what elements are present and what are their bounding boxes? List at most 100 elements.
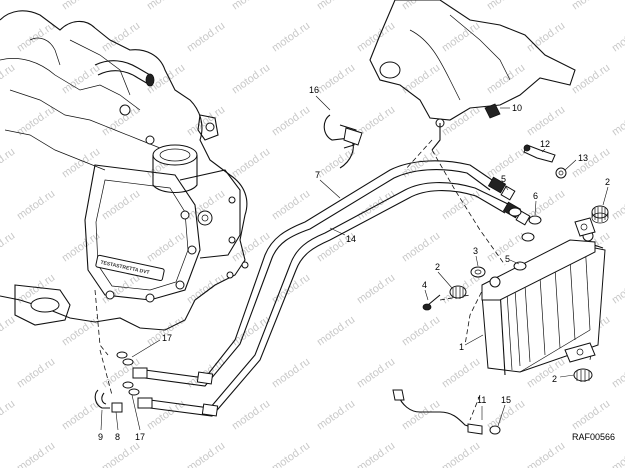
watermark-text: motod.ru xyxy=(185,20,227,55)
watermark-text: motod.ru xyxy=(60,230,102,265)
watermark-text: motod.ru xyxy=(525,104,567,139)
watermark-text: motod.ru xyxy=(525,440,567,468)
watermark-text: motod.ru xyxy=(270,20,312,55)
callout-2: 2 xyxy=(552,374,557,384)
callout-8: 8 xyxy=(115,432,120,442)
watermark-text: motod.ru xyxy=(185,104,227,139)
watermark-text: motod.ru xyxy=(315,146,357,181)
watermark-text: motod.ru xyxy=(185,440,227,468)
watermark-text: motod.ru xyxy=(400,62,442,97)
watermark-text: motod.ru xyxy=(270,356,312,391)
watermark-text: motod.ru xyxy=(100,188,142,223)
callout-6: 6 xyxy=(533,191,538,201)
watermark-text: motod.ru xyxy=(355,272,397,307)
watermark-text: motod.ru xyxy=(400,230,442,265)
watermark-text: motod.ru xyxy=(400,146,442,181)
callout-2: 2 xyxy=(605,177,610,187)
callout-4: 4 xyxy=(422,280,427,290)
watermark-text: motod.ru xyxy=(570,398,612,433)
watermark-text: motod.ru xyxy=(230,146,272,181)
watermark-text: motod.ru xyxy=(315,62,357,97)
watermark-text: motod.ru xyxy=(440,20,482,55)
callout-1: 1 xyxy=(459,342,464,352)
watermark-text: motod.ru xyxy=(400,398,442,433)
watermark-text: motod.ru xyxy=(15,356,57,391)
watermark-text: motod.ru xyxy=(440,188,482,223)
watermark-text: motod.ru xyxy=(0,0,17,12)
callout-14: 14 xyxy=(346,234,356,244)
watermark-text: motod.ru xyxy=(230,0,272,12)
callout-7: 7 xyxy=(315,170,320,180)
watermark-text: motod.ru xyxy=(440,104,482,139)
oil-cooler xyxy=(481,217,606,376)
watermark-text: motod.ru xyxy=(610,440,625,468)
watermark-text: motod.ru xyxy=(525,20,567,55)
callout-10: 10 xyxy=(512,103,522,113)
watermark-text: motod.ru xyxy=(355,20,397,55)
watermark-text: motod.ru xyxy=(60,0,102,12)
watermark-text: motod.ru xyxy=(145,0,187,12)
engine-assembly: TESTASTRETTA DVT xyxy=(0,10,249,331)
drawing-code: RAF00566 xyxy=(572,432,615,442)
watermark-text: motod.ru xyxy=(185,272,227,307)
watermark-text: motod.ru xyxy=(570,146,612,181)
callout-numbers: 1 2 2 2 3 4 5 5 6 7 8 9 10 11 12 13 14 1… xyxy=(98,85,610,442)
watermark-text: motod.ru xyxy=(145,314,187,349)
watermark-text: motod.ru xyxy=(15,440,57,468)
hose-clip xyxy=(323,114,363,169)
watermark-text: motod.ru xyxy=(0,314,17,349)
watermark-text: motod.ru xyxy=(485,0,527,12)
callout-5: 5 xyxy=(501,174,506,184)
callout-15: 15 xyxy=(501,395,511,405)
callout-13: 13 xyxy=(578,153,588,163)
watermark-text: motod.ru xyxy=(570,62,612,97)
watermark-text: motod.ru xyxy=(440,356,482,391)
watermark-text: motod.ru xyxy=(0,398,17,433)
watermark-text: motod.ru xyxy=(610,188,625,223)
watermark-text: motod.ru xyxy=(355,440,397,468)
callout-17: 17 xyxy=(135,432,145,442)
watermark-text: motod.ru xyxy=(485,62,527,97)
watermark-text: motod.ru xyxy=(15,20,57,55)
watermark-text: motod.ru xyxy=(485,146,527,181)
watermark-text: motod.ru xyxy=(570,0,612,12)
watermark-text: motod.ru xyxy=(60,146,102,181)
callout-5: 5 xyxy=(505,254,510,264)
watermark-text: motod.ru xyxy=(610,104,625,139)
watermark-text: motod.ru xyxy=(610,272,625,307)
watermark-text: motod.ru xyxy=(270,188,312,223)
watermark-text: motod.ru xyxy=(0,230,17,265)
watermark-text: motod.ru xyxy=(270,104,312,139)
watermark-text: motod.ru xyxy=(230,62,272,97)
watermark-text: motod.ru xyxy=(355,356,397,391)
watermark-text: motod.ru xyxy=(60,314,102,349)
callout-17: 17 xyxy=(162,333,172,343)
watermark-text: motod.ru xyxy=(60,62,102,97)
watermark-text: motod.ru xyxy=(230,398,272,433)
watermark-text: motod.ru xyxy=(0,146,17,181)
watermark-text: motod.ru xyxy=(315,398,357,433)
watermark-text: motod.ru xyxy=(610,356,625,391)
watermark-text: motod.ru xyxy=(100,440,142,468)
watermark-text: motod.ru xyxy=(60,398,102,433)
watermark-text: motod.ru xyxy=(315,314,357,349)
watermark-text: motod.ru xyxy=(315,0,357,12)
watermark-text: motod.ru xyxy=(400,0,442,12)
callout-16: 16 xyxy=(309,85,319,95)
watermark-text: motod.ru xyxy=(15,188,57,223)
watermark-text: motod.ru xyxy=(230,314,272,349)
watermark-text: motod.ru xyxy=(270,440,312,468)
callout-3: 3 xyxy=(473,246,478,256)
watermark-text: motod.ru xyxy=(145,230,187,265)
watermark-text: motod.ru xyxy=(230,230,272,265)
callout-leaders xyxy=(100,95,609,431)
callout-12: 12 xyxy=(540,139,550,149)
small-parts xyxy=(94,103,609,435)
callout-11: 11 xyxy=(477,395,486,405)
watermark-text: motod.ru xyxy=(610,20,625,55)
callout-9: 9 xyxy=(98,432,103,442)
watermark-text: motod.ru xyxy=(400,314,442,349)
watermark-text: motod.ru xyxy=(440,440,482,468)
callout-2: 2 xyxy=(435,262,440,272)
